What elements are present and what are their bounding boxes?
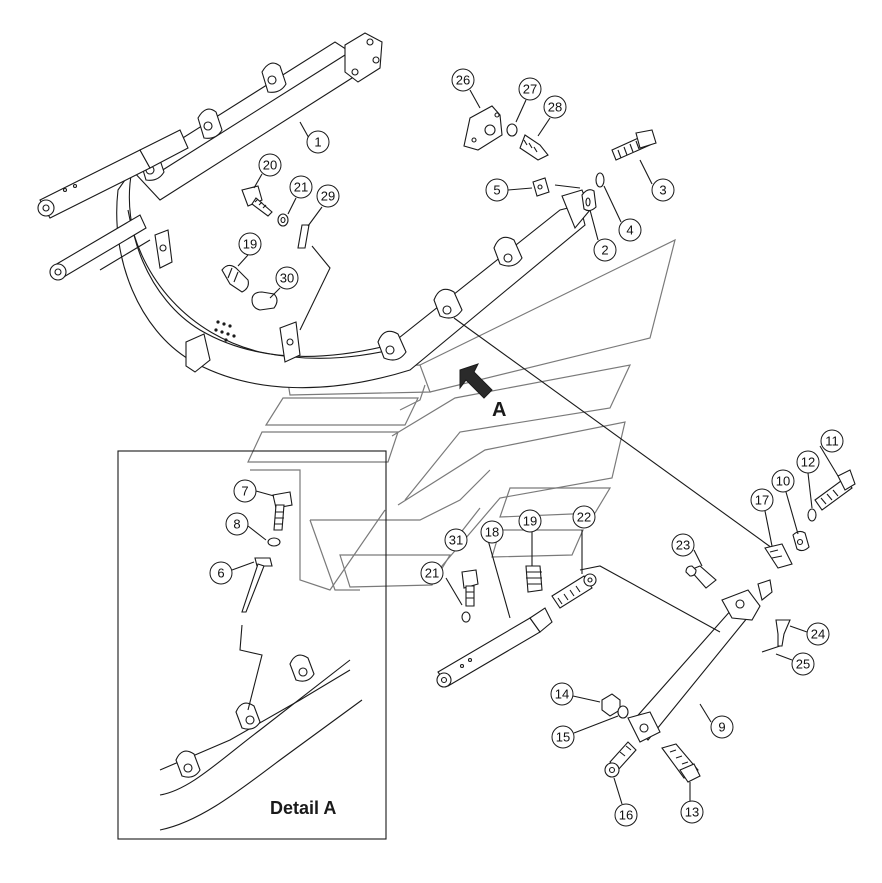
callout-19b: 19 <box>518 509 542 533</box>
callout-7: 7 <box>233 479 257 503</box>
callout-16: 16 <box>614 803 638 827</box>
callout-leaders <box>231 89 839 805</box>
svg-text:7: 7 <box>241 484 248 499</box>
callout-22: 22 <box>572 505 596 529</box>
callout-23: 23 <box>671 533 695 557</box>
callout-2: 2 <box>593 238 617 262</box>
callout-21b: 21 <box>420 561 444 585</box>
callout-5: 5 <box>485 178 509 202</box>
svg-text:11: 11 <box>825 434 839 449</box>
svg-text:17: 17 <box>755 493 769 508</box>
callout-4: 4 <box>618 218 642 242</box>
callout-3: 3 <box>651 178 675 202</box>
svg-text:13: 13 <box>685 805 699 820</box>
callout-25: 25 <box>791 652 815 676</box>
svg-text:18: 18 <box>485 525 499 540</box>
callout-31: 31 <box>444 528 468 552</box>
lift-cylinder <box>37 129 189 281</box>
callout-11: 11 <box>820 429 844 453</box>
callout-30: 30 <box>275 266 299 290</box>
a-frame <box>116 32 591 389</box>
svg-text:9: 9 <box>718 720 725 735</box>
svg-text:2: 2 <box>601 243 608 258</box>
callout-1: 1 <box>306 130 330 154</box>
svg-text:19: 19 <box>523 514 537 529</box>
detail-caption: Detail A <box>270 798 336 818</box>
tilt-link <box>579 565 791 783</box>
svg-text:30: 30 <box>280 271 294 286</box>
callout-29: 29 <box>316 184 340 208</box>
leader-17 <box>453 317 773 549</box>
callout-28: 28 <box>543 95 567 119</box>
callout-24: 24 <box>806 622 830 646</box>
callout-17: 17 <box>750 488 774 512</box>
callout-9: 9 <box>710 715 734 739</box>
callout-27: 27 <box>518 77 542 101</box>
detail-a-box: Detail A <box>117 450 387 840</box>
callout-8: 8 <box>225 512 249 536</box>
tilt-cylinder <box>436 530 597 688</box>
callout-18: 18 <box>480 520 504 544</box>
svg-text:20: 20 <box>263 158 277 173</box>
frame-hardware <box>221 185 331 331</box>
svg-text:25: 25 <box>796 657 810 672</box>
callout-12: 12 <box>796 450 820 474</box>
svg-text:26: 26 <box>456 73 470 88</box>
svg-text:27: 27 <box>523 82 537 97</box>
svg-text:29: 29 <box>321 189 335 204</box>
callout-13: 13 <box>680 800 704 824</box>
svg-text:22: 22 <box>577 510 591 525</box>
callout-26: 26 <box>451 68 475 92</box>
svg-text:6: 6 <box>217 566 224 581</box>
svg-text:8: 8 <box>233 517 240 532</box>
right-side-hardware <box>764 469 856 569</box>
svg-text:3: 3 <box>659 183 666 198</box>
callout-15: 15 <box>551 725 575 749</box>
callout-14: 14 <box>550 682 574 706</box>
svg-text:5: 5 <box>493 183 500 198</box>
svg-text:14: 14 <box>555 687 569 702</box>
svg-text:21: 21 <box>294 180 308 195</box>
svg-text:4: 4 <box>626 223 633 238</box>
callout-21: 21 <box>289 175 313 199</box>
svg-text:16: 16 <box>619 808 633 823</box>
svg-text:12: 12 <box>801 455 815 470</box>
svg-text:10: 10 <box>776 474 790 489</box>
svg-text:21: 21 <box>425 566 439 581</box>
svg-text:15: 15 <box>556 730 570 745</box>
svg-text:19: 19 <box>243 237 257 252</box>
callout-6: 6 <box>209 561 233 585</box>
svg-text:1: 1 <box>314 135 321 150</box>
callout-20: 20 <box>258 153 282 177</box>
view-arrow: A <box>459 363 506 421</box>
svg-text:28: 28 <box>548 100 562 115</box>
blade-outline <box>247 238 676 591</box>
top-right-hardware <box>463 105 657 212</box>
view-marker-label: A <box>492 399 506 421</box>
svg-text:23: 23 <box>676 538 690 553</box>
svg-text:31: 31 <box>449 533 463 548</box>
callout-19: 19 <box>238 232 262 256</box>
frame-vent-holes <box>214 320 236 342</box>
svg-text:24: 24 <box>811 627 825 642</box>
callout-10: 10 <box>771 469 795 493</box>
